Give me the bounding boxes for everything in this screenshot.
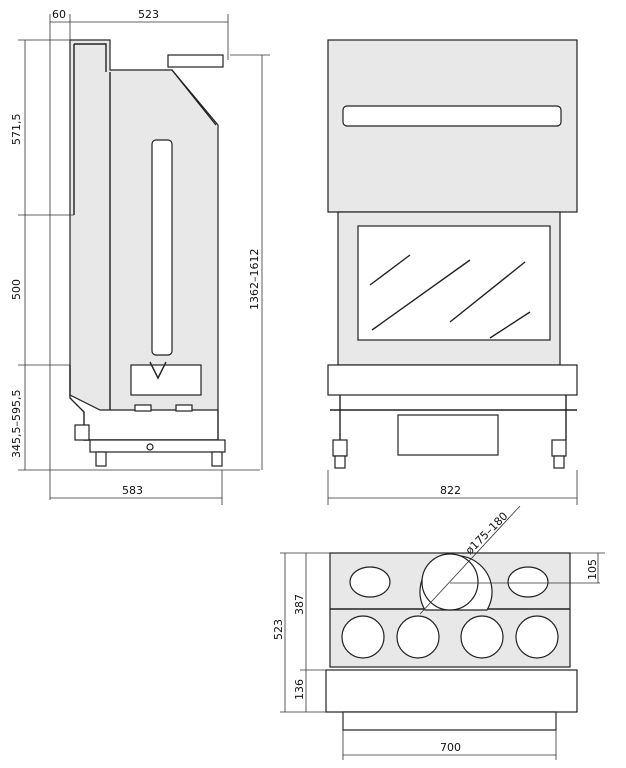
dim-571-5: 571,5 (10, 114, 23, 146)
dim-flue-diameter: ø175–180 (463, 510, 511, 558)
dim-523-depth: 523 (272, 619, 285, 640)
dim-700: 700 (440, 741, 461, 754)
dim-60: 60 (52, 8, 66, 21)
top-view: ø175–180 105 387 523 136 700 (272, 505, 605, 760)
dim-500: 500 (10, 279, 23, 300)
dim-387: 387 (293, 594, 306, 615)
dim-105: 105 (586, 559, 599, 580)
dim-523: 523 (138, 8, 159, 21)
dim-345-595: 345,5–595,5 (10, 390, 23, 458)
dim-1362-1612: 1362–1612 (248, 249, 261, 311)
dim-583: 583 (122, 484, 143, 497)
side-view: 60 523 571,5 500 345,5–595,5 1362–1612 5… (10, 8, 270, 505)
front-view: 822 (327, 39, 578, 505)
dim-822: 822 (440, 484, 461, 497)
dim-136: 136 (293, 679, 306, 700)
